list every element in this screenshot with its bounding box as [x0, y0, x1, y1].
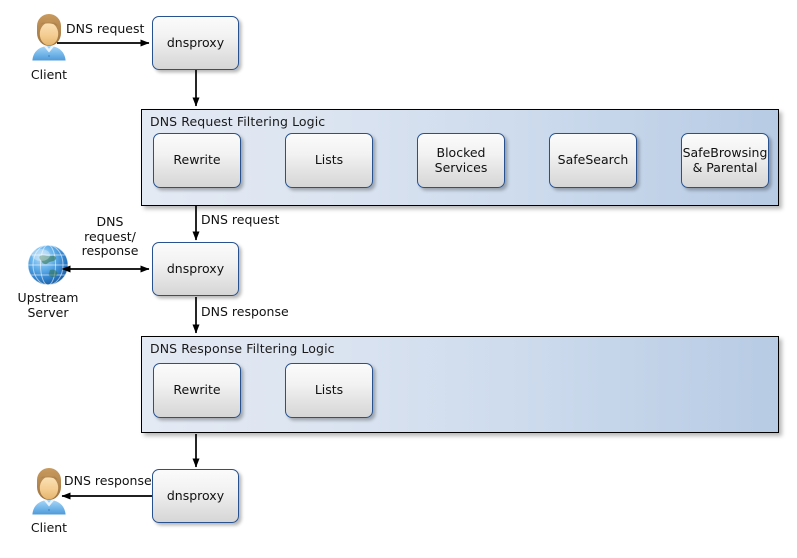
edge-label-dns-request-response: DNS request/ response [70, 214, 150, 259]
edge-label-upstream-line2: request/ [84, 228, 136, 244]
actor-label-client-top-text: Client [30, 67, 68, 82]
actor-label-upstream-line2: Server [27, 304, 69, 320]
node-safebrowsing-parental[interactable]: SafeBrowsing & Parental [681, 133, 769, 188]
panel-request-filtering: DNS Request Filtering Logic [141, 109, 779, 206]
actor-label-upstream-server: Upstream Server [8, 290, 88, 320]
node-dnsproxy-middle-label: dnsproxy [166, 260, 225, 276]
edge-label-upstream-line3: response [81, 243, 139, 258]
node-dnsproxy-middle[interactable]: dnsproxy [152, 242, 239, 296]
edge-label-dns-response-bottom-text: DNS response [64, 473, 152, 488]
node-blocked-services[interactable]: Blocked Services [417, 133, 505, 188]
node-lists[interactable]: Lists [285, 133, 373, 188]
node-rewrite-response-label: Rewrite [173, 382, 221, 398]
panel-title-response-filtering: DNS Response Filtering Logic [150, 341, 335, 356]
node-safebrowsing-label-1: SafeBrowsing [682, 144, 768, 160]
edge-label-dns-response-middle-text: DNS response [201, 304, 289, 319]
panel-title-request-filtering: DNS Request Filtering Logic [150, 114, 326, 129]
actor-label-client-top: Client [9, 67, 89, 83]
edge-label-dns-request-top: DNS request [66, 21, 145, 37]
node-safesearch[interactable]: SafeSearch [549, 133, 637, 188]
globe-icon [27, 244, 69, 286]
edge-label-dns-request-middle-text: DNS request [201, 212, 280, 227]
node-rewrite-response[interactable]: Rewrite [153, 363, 241, 418]
node-blocked-services-label-1: Blocked [436, 144, 486, 160]
node-safebrowsing-label-2: & Parental [692, 159, 758, 175]
edge-label-dns-request-top-text: DNS request [66, 21, 145, 36]
edge-label-dns-request-middle: DNS request [201, 212, 280, 228]
node-dnsproxy-bottom[interactable]: dnsproxy [152, 469, 239, 523]
actor-label-client-bottom-text: Client [30, 520, 68, 535]
node-rewrite-label: Rewrite [173, 152, 221, 168]
node-lists-response-label: Lists [314, 382, 344, 398]
node-lists-label: Lists [314, 152, 344, 168]
panel-response-filtering: DNS Response Filtering Logic [141, 336, 779, 433]
node-safesearch-label: SafeSearch [557, 152, 629, 168]
user-icon [32, 468, 66, 515]
actor-label-upstream-line1: Upstream [17, 290, 79, 305]
user-icon [32, 14, 66, 61]
node-lists-response[interactable]: Lists [285, 363, 373, 418]
edge-label-upstream-line1: DNS [96, 214, 124, 229]
node-blocked-services-label-2: Services [434, 159, 488, 175]
node-dnsproxy-bottom-label: dnsproxy [166, 487, 225, 503]
node-dnsproxy-top-label: dnsproxy [166, 34, 225, 50]
edge-label-dns-response-middle: DNS response [201, 304, 289, 320]
node-dnsproxy-top[interactable]: dnsproxy [152, 16, 239, 70]
edge-label-dns-response-bottom: DNS response [64, 473, 152, 489]
actor-label-client-bottom: Client [9, 520, 89, 536]
node-rewrite[interactable]: Rewrite [153, 133, 241, 188]
